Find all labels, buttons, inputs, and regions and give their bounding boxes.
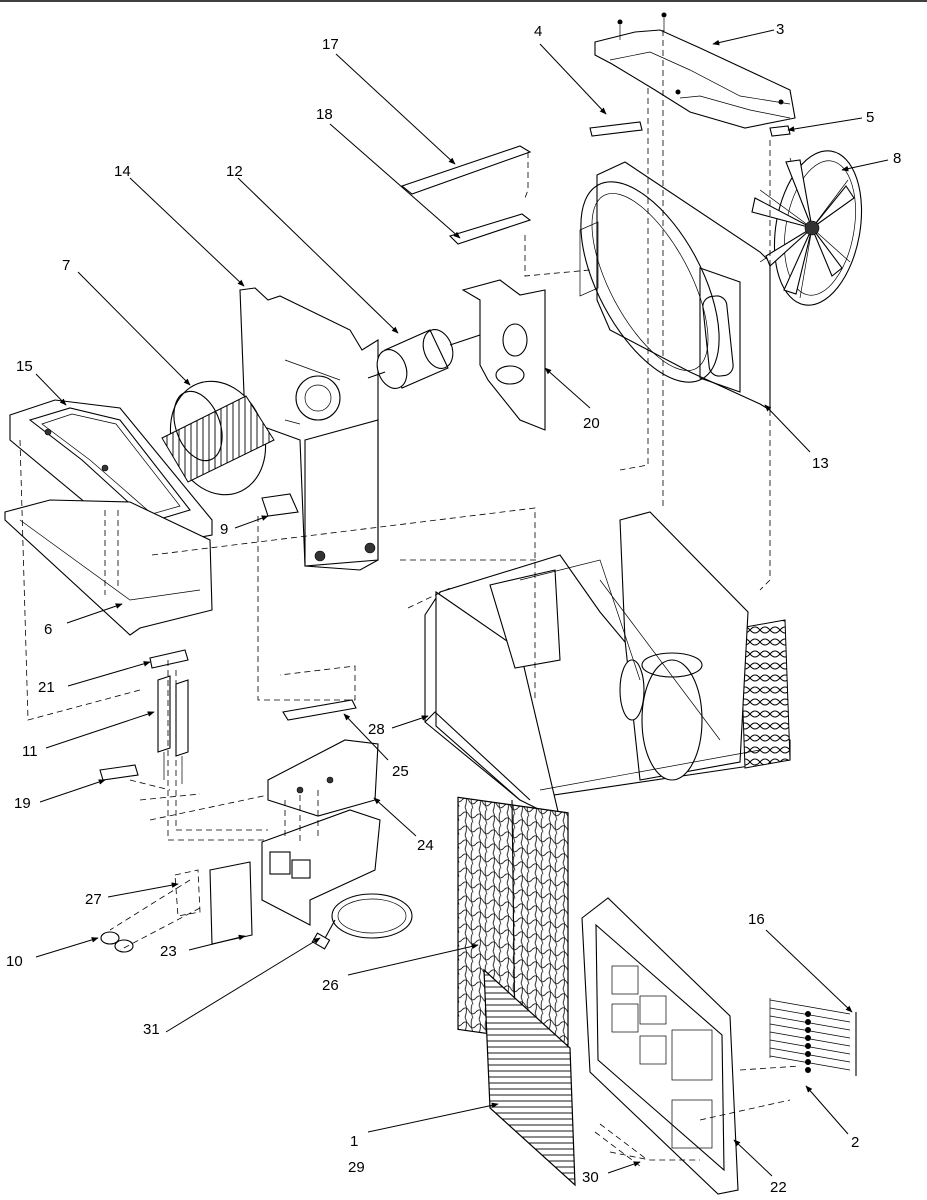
callout-29: 29 [348, 1159, 365, 1176]
part-14-blower-scroll [239, 287, 379, 571]
callout-25: 25 [392, 763, 409, 780]
callout-4: 4 [534, 23, 542, 40]
callout-19: 19 [14, 795, 31, 812]
part-30-strip [594, 1123, 646, 1167]
callout-14: 14 [114, 163, 131, 180]
alignment-lines [19, 30, 801, 1161]
part-4-strip [589, 121, 643, 137]
part-13-shroud [579, 161, 771, 411]
callout-9: 9 [220, 521, 228, 538]
part-16-louvers [769, 998, 857, 1076]
part-28-chassis [424, 511, 791, 822]
part-25-bracket [282, 699, 357, 721]
part-17-bracket [400, 145, 532, 195]
callout-22: 22 [770, 1179, 787, 1196]
callout-1: 1 [350, 1133, 358, 1150]
callout-6: 6 [44, 621, 52, 638]
callout-23: 23 [160, 943, 177, 960]
callout-31: 31 [143, 1021, 160, 1038]
part-21-bracket [149, 649, 189, 669]
callout-5: 5 [866, 109, 874, 126]
callout-13: 13 [812, 455, 829, 472]
callout-12: 12 [226, 163, 243, 180]
callout-17: 17 [322, 36, 339, 53]
callout-30: 30 [582, 1169, 599, 1186]
callout-28: 28 [368, 721, 385, 738]
callout-10: 10 [6, 953, 23, 970]
part-9-clip [261, 493, 299, 517]
part-5-clip [769, 125, 791, 137]
callout-20: 20 [583, 415, 600, 432]
callout-7: 7 [62, 257, 70, 274]
part-7-blower-wheel [161, 380, 275, 496]
part-24-control-panel [267, 739, 379, 817]
callout-3: 3 [776, 21, 784, 38]
callout-15: 15 [16, 358, 33, 375]
part-8-condenser-fan [751, 150, 863, 306]
part-20-motor-bracket [461, 279, 546, 431]
part-23-knob-plate [209, 861, 253, 945]
part-3-top-bracket [594, 12, 796, 129]
callout-labels: 1 2 3 4 5 6 7 8 9 10 11 12 13 14 15 16 1… [6, 21, 901, 1196]
callout-26: 26 [322, 977, 339, 994]
callout-18: 18 [316, 106, 333, 123]
callout-21: 21 [38, 679, 55, 696]
callout-8: 8 [893, 150, 901, 167]
part-19-bracket [99, 764, 139, 781]
part-11-heater [157, 675, 189, 784]
part-31-power-cord [311, 893, 413, 950]
part-6-drain-pan [4, 499, 213, 636]
callout-2: 2 [851, 1134, 859, 1151]
part-control-box [261, 809, 381, 926]
part-12-fan-motor [367, 329, 481, 389]
part-18-bracket [448, 213, 532, 245]
part-22-front-panel [581, 897, 739, 1195]
part-1-grille [483, 968, 576, 1187]
part-27-decal [174, 869, 201, 917]
callout-16: 16 [748, 911, 765, 928]
callout-24: 24 [417, 837, 434, 854]
callout-11: 11 [22, 743, 38, 760]
part-10-knobs [100, 931, 134, 953]
callout-27: 27 [85, 891, 102, 908]
leader-lines [35, 29, 889, 1177]
